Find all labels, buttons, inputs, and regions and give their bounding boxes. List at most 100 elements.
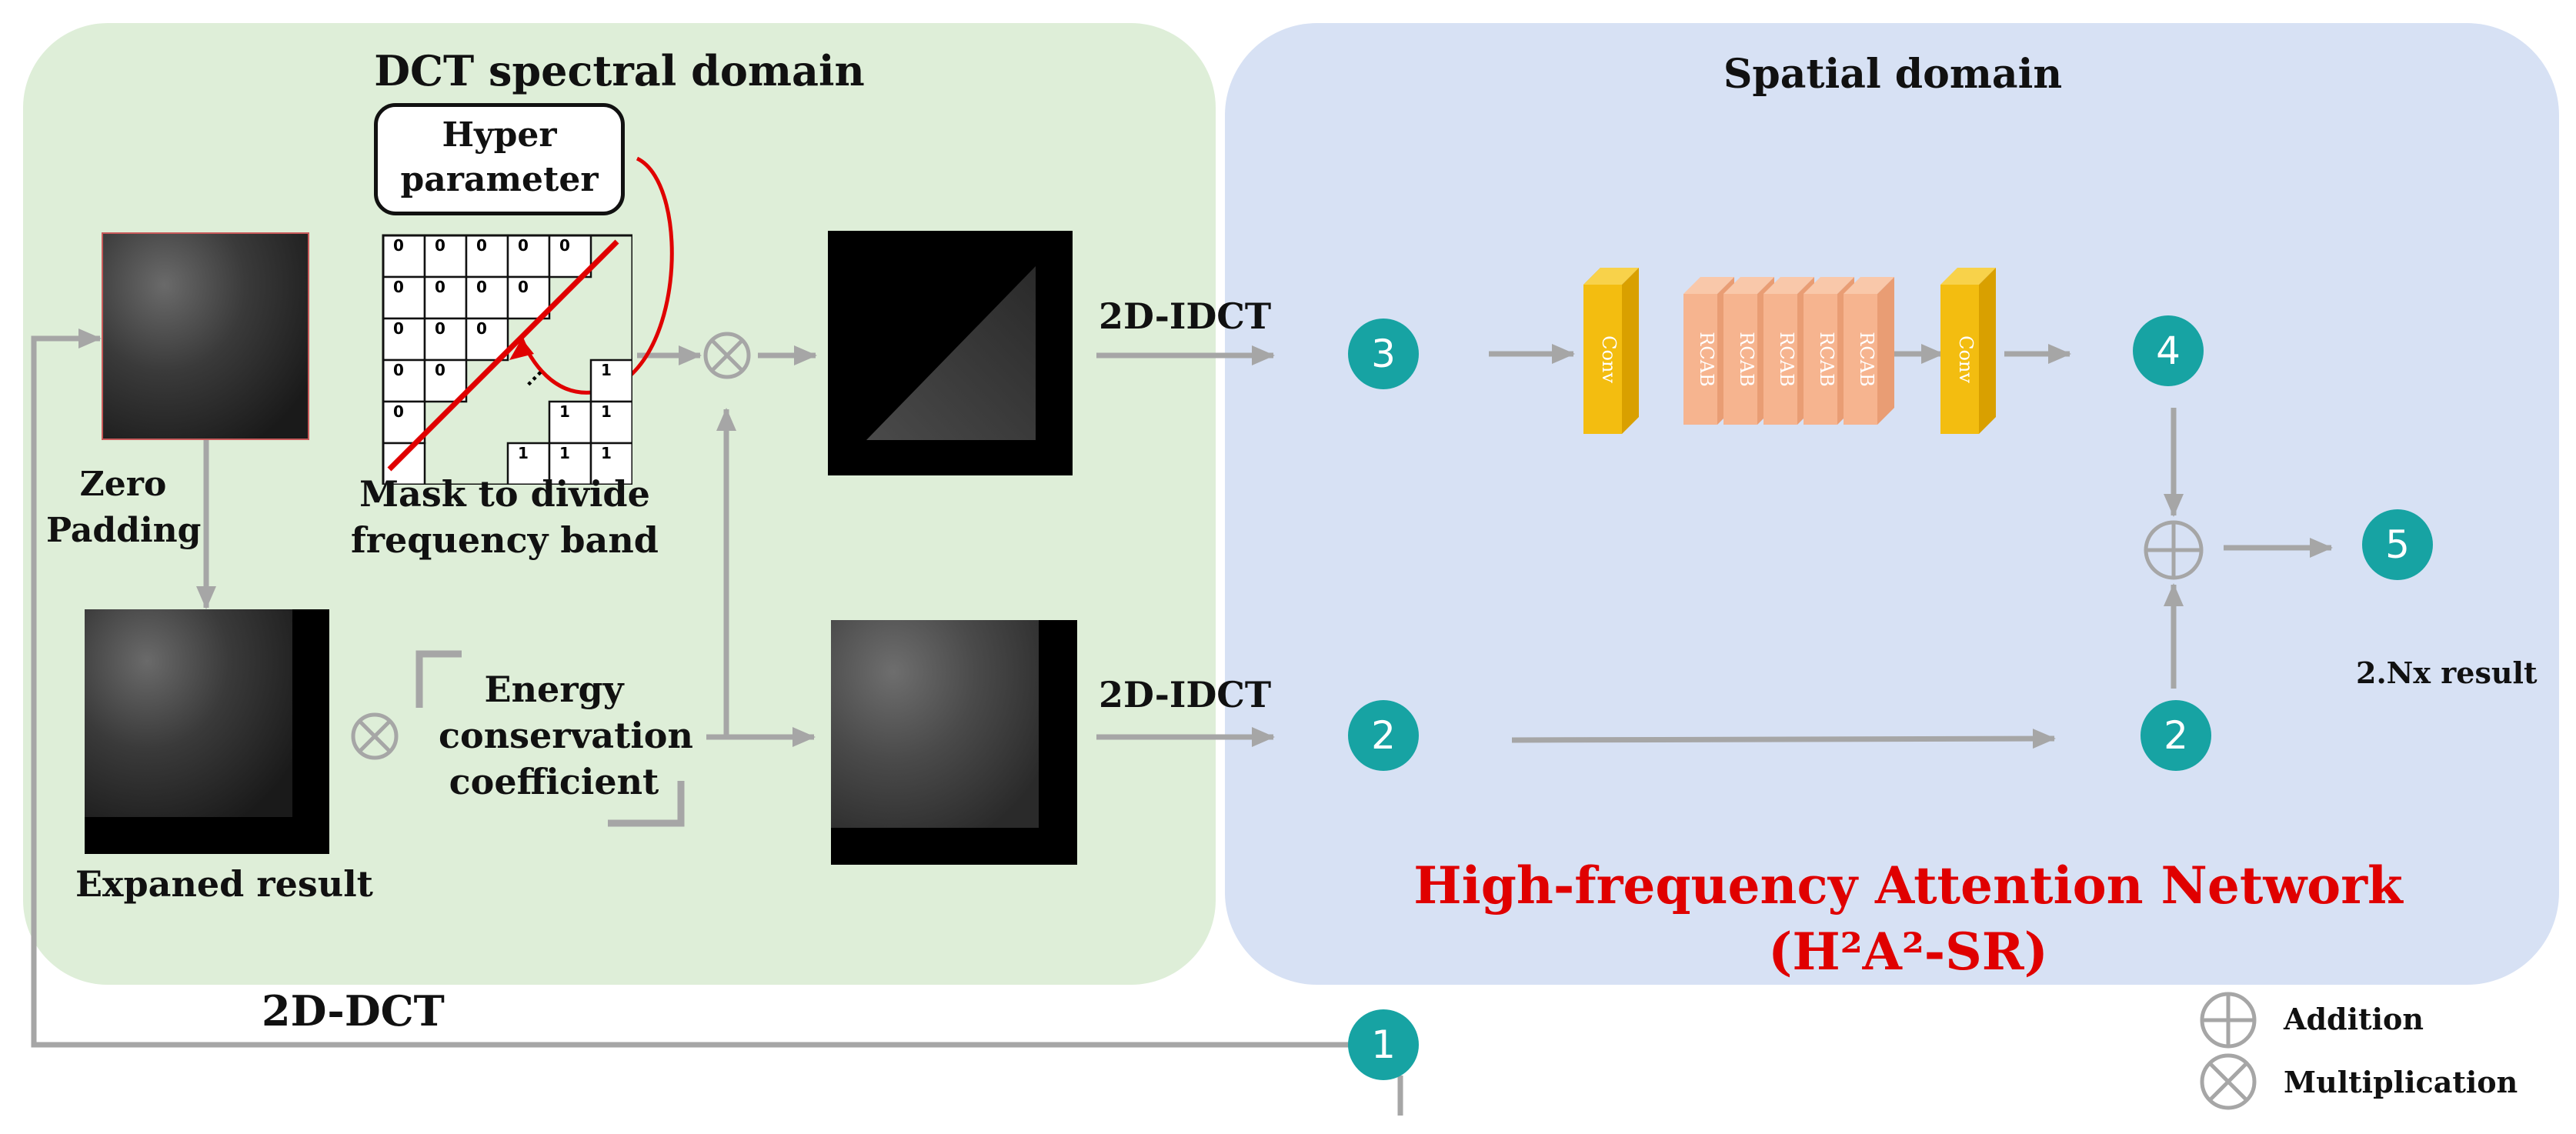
multiply-symbol-bottom — [351, 712, 399, 760]
mask-cell-value: 0 — [435, 278, 445, 296]
legend-addition-label: Addition — [2284, 1002, 2424, 1036]
mask-cell-value: 0 — [559, 236, 570, 255]
mask-cell — [423, 234, 468, 278]
mask-cell-value: 0 — [393, 236, 404, 255]
mask-cell — [465, 234, 509, 278]
hyper-parameter-box: Hyper parameter — [374, 103, 625, 215]
idct-bottom-label: 2D-IDCT — [1099, 674, 1272, 715]
mask-cell — [589, 359, 632, 403]
mask-cell-value: 0 — [435, 236, 445, 255]
rcab-label: RCAB — [1856, 332, 1877, 386]
mask-cell — [589, 442, 632, 485]
spatial-panel-title: Spatial domain — [1723, 51, 2063, 98]
hyper-param-curve — [519, 156, 674, 395]
energy-label-line2: conservation — [439, 715, 693, 756]
mask-cell — [382, 359, 426, 403]
mask-cell-value: 1 — [559, 444, 570, 462]
mask-cell-value: 1 — [518, 444, 529, 462]
network-name: High-frequency Attention Network (H²A²-S… — [1400, 852, 2416, 985]
node-5: 5 — [2362, 509, 2433, 580]
mask-cell-value: 0 — [476, 319, 487, 338]
energy-label-line3: coefficient — [449, 761, 659, 802]
mask-cell — [382, 234, 426, 278]
energy-label-line1: Energy — [484, 669, 624, 710]
input-image — [102, 232, 309, 440]
masked-image — [828, 231, 1073, 475]
rcab-label: RCAB — [1816, 332, 1837, 386]
mask-cell-value: 0 — [435, 319, 445, 338]
mask-cell-value: 0 — [518, 278, 529, 296]
dct-feedback-line — [31, 329, 1370, 1048]
mask-cell — [506, 442, 551, 485]
mask-cell — [548, 234, 592, 278]
rcab-label: RCAB — [1696, 332, 1717, 386]
mask-cell-value: 1 — [559, 402, 570, 421]
mask-cell-value: 0 — [393, 361, 404, 379]
mask-cell — [423, 359, 468, 403]
conv-block-1: Conv — [1583, 268, 1639, 434]
conv2-label: Conv — [1955, 335, 1977, 383]
energy-label: Energy conservation coefficient — [439, 666, 693, 805]
dct-panel-title: DCT spectral domain — [374, 46, 865, 95]
node-1: 1 — [1348, 1009, 1419, 1080]
hyper-param-curve-head — [509, 339, 534, 360]
zero-padding-line1: Zero — [79, 465, 167, 504]
node-2-left: 2 — [1348, 700, 1419, 771]
expanded-image — [85, 609, 329, 854]
node-2-right: 2 — [2141, 700, 2211, 771]
mask-cell — [382, 442, 426, 485]
mask-diagonal — [387, 239, 619, 472]
multiply-symbol-top — [703, 332, 751, 379]
legend-addition-icon — [2200, 992, 2257, 1049]
hyper-parameter-line2: parameter — [400, 160, 599, 199]
node2-to-node2-arrow — [1511, 729, 2056, 749]
mask-cell-value: 0 — [393, 319, 404, 338]
rcab-block: RCAB — [1844, 277, 1894, 425]
mask-cell-value: 0 — [518, 236, 529, 255]
addition-symbol — [2144, 520, 2204, 580]
mask-label-line2: frequency band — [351, 519, 659, 561]
mask-cell — [382, 275, 426, 320]
energy-bracket-bottom — [608, 781, 685, 827]
mask-cell — [506, 275, 551, 320]
hyper-parameter-line1: Hyper — [442, 115, 557, 155]
expanded-image-content — [85, 609, 292, 817]
spatial-panel — [1225, 23, 2559, 985]
mask-cell-value: 1 — [601, 361, 612, 379]
mask-cell-value: 0 — [393, 402, 404, 421]
node-4: 4 — [2133, 315, 2204, 386]
mask-cell-value: 0 — [393, 278, 404, 296]
mask-cell — [382, 317, 426, 362]
mask-cell — [548, 400, 592, 445]
legend-multiplication-label: Multiplication — [2284, 1065, 2518, 1099]
dct-label: 2D-DCT — [262, 986, 445, 1036]
idct-top-label: 2D-IDCT — [1099, 295, 1272, 337]
mask-cell-value: 1 — [601, 402, 612, 421]
mask-cell — [589, 400, 632, 445]
energy-scaled-image — [831, 620, 1077, 865]
energy-scaled-image-content — [831, 620, 1039, 828]
mask-cell-value: 0 — [476, 278, 487, 296]
mask-cell-value: 1 — [601, 444, 612, 462]
mask-frame — [382, 234, 632, 485]
nx-result-label: 2.Nx result — [2356, 655, 2538, 690]
mask-cell — [423, 275, 468, 320]
mask-label: Mask to divide frequency band — [351, 471, 659, 563]
legend-multiplication-icon — [2200, 1053, 2257, 1110]
zero-padding-line2: Padding — [46, 511, 202, 550]
zero-padding-label: Zero Padding — [46, 462, 202, 554]
network-blocks: Conv RCAB RCAB RCAB RCAB RCAB Conv — [1583, 268, 1996, 434]
mask-cell — [465, 317, 509, 362]
network-name-line2: (H²A²-SR) — [1768, 922, 2048, 982]
network-name-line1: High-frequency Attention Network — [1413, 856, 2403, 916]
mask-cell — [465, 275, 509, 320]
rcab-label: RCAB — [1736, 332, 1757, 386]
mask-label-line1: Mask to divide — [359, 473, 650, 515]
mask-cell — [506, 234, 551, 278]
mask-ellipsis: ... — [516, 360, 546, 390]
conv1-label: Conv — [1598, 335, 1620, 383]
rcab-label: RCAB — [1776, 332, 1797, 386]
